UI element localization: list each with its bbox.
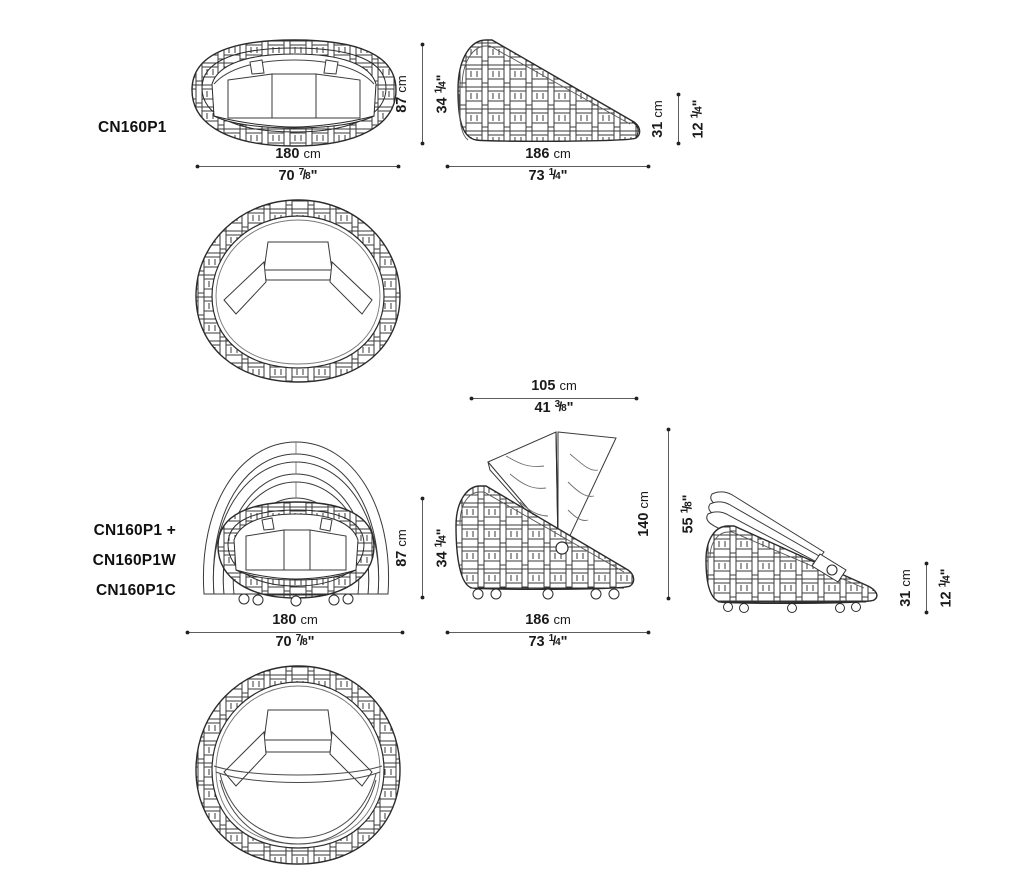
dimension-87-top: 87 cm 34 1/4" (394, 42, 451, 146)
dimension-31-top: 31 cm 12 1/4" (650, 92, 707, 146)
dimension-87-canopy: 87 cm 34 1/4" (394, 496, 451, 600)
side-elevation-canopy-closed (700, 478, 896, 618)
dimension-186-bottom: 186 cm 73 1/4" (445, 612, 651, 650)
model-label-line: CN160P1W (92, 552, 176, 569)
dimension-180-bottom: 180 cm 70 7/8" (185, 612, 405, 650)
model-label-line: CN160P1C (95, 582, 176, 599)
model-label-line: CN160P1 + (93, 522, 176, 539)
dimension-140-canopy: 140 cm 55 1/8" (636, 427, 697, 601)
dimension-31-bottom: 31 cm 12 1/4" (898, 561, 955, 615)
model-label-group-1: CN160P1 (98, 113, 167, 143)
front-elevation-canopy (188, 428, 404, 614)
side-elevation-canopy-open (448, 424, 656, 616)
front-elevation (188, 28, 400, 152)
top-plan-canopy (190, 662, 406, 870)
top-plan (190, 196, 406, 386)
model-label-line: CN160P1 (98, 119, 167, 136)
dimension-186-top: 186 cm 73 1/4" (445, 146, 651, 184)
dimension-180-top: 180 cm 70 7/8" (195, 146, 401, 184)
model-label-group-2: CN160P1 + CN160P1W CN160P1C (0, 516, 176, 606)
dimension-105-canopy: 105 cm 41 3/8" (469, 378, 639, 416)
side-elevation (452, 30, 648, 148)
